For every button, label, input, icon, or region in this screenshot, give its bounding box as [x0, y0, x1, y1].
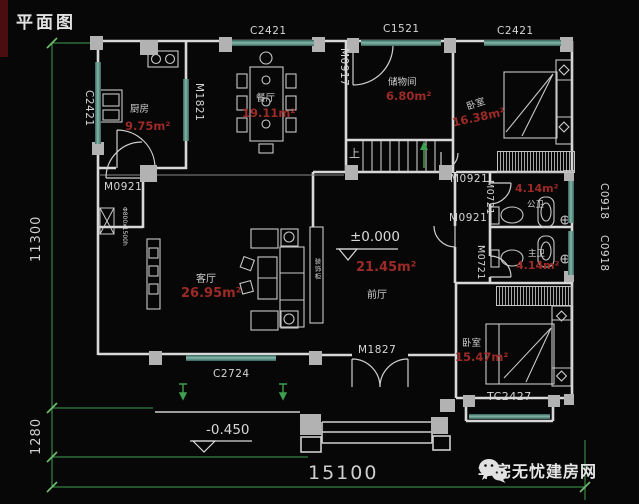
stairs-up-arrow: [420, 141, 428, 150]
door-m1821-sliding: [183, 79, 189, 141]
column: [463, 395, 475, 407]
window-tc2427-bay: [469, 414, 550, 419]
room-name-bath2: 主卫: [528, 249, 546, 259]
code-m0917: M0917: [338, 48, 350, 87]
window-c2421-left: [95, 62, 101, 144]
column: [345, 165, 358, 180]
column: [140, 165, 157, 182]
room-area-dining: 19.11m²: [242, 106, 296, 120]
code-tc2427: TC2427: [487, 390, 532, 403]
column: [564, 170, 574, 181]
dim-left-total: 11300: [29, 215, 44, 262]
column: [564, 394, 574, 405]
sofa-set: [239, 228, 305, 331]
room-name-living: 客厅: [196, 274, 216, 285]
window-c2421-top-right: [484, 40, 561, 46]
flue-column: [140, 40, 158, 55]
flue-size-label: Φ800x1500h: [121, 207, 128, 246]
decor-cabinet-label: 装饰柜: [313, 258, 321, 281]
flue-shaft: [99, 207, 115, 235]
code-m1821: M1821: [193, 83, 205, 122]
code-m0921-lower: M0921: [449, 212, 488, 224]
column: [560, 37, 573, 52]
code-c2421-left: C2421: [83, 90, 95, 127]
room-name-kitchen: 厨房: [130, 104, 150, 115]
column: [439, 165, 452, 180]
porch-column: [431, 417, 448, 434]
watermark: 华宅无忧建房网: [478, 458, 598, 483]
porch-column: [300, 414, 321, 435]
room-area-kitchen: 9.75m²: [125, 119, 171, 133]
column: [92, 142, 104, 155]
column: [219, 37, 232, 52]
window-c0918-upper: [568, 181, 574, 223]
room-name-hall: 前厅: [367, 290, 387, 301]
code-c0918-lower: C0918: [598, 235, 610, 272]
window-c2724: [186, 355, 276, 361]
porch-level-label: -0.450: [206, 422, 250, 438]
column: [347, 38, 359, 53]
code-m0721-upper: M0721: [484, 180, 495, 215]
room-area-storage: 6.80m²: [386, 89, 432, 103]
column: [309, 351, 322, 365]
dim-bottom-total: 15100: [308, 462, 379, 484]
watermark-text: 华宅无忧建房网: [478, 462, 598, 481]
room-name-bedroom2: 卧室: [462, 338, 482, 349]
red-edge-strip: [0, 0, 8, 57]
decor-cabinet: [309, 226, 324, 324]
tv-cabinet: [146, 238, 161, 310]
code-c0918-upper: C0918: [598, 183, 610, 220]
room-name-storage: 储物间: [388, 77, 417, 88]
room-area-bath2: 4.14m²: [516, 259, 560, 272]
porch-column: [440, 399, 455, 412]
bedroom1-furniture: [503, 59, 573, 145]
room-name-dining: 餐厅: [256, 93, 276, 104]
stairs-up-label: 上: [349, 147, 360, 160]
code-m0921-mudroom: M0921: [104, 181, 143, 193]
wardrobe-bedroom1: [497, 151, 575, 173]
code-m0721-lower: M0721: [475, 245, 486, 280]
stairs: [362, 141, 436, 172]
wardrobe-bedroom2: [496, 286, 573, 306]
porch-steps: [155, 411, 451, 453]
column: [564, 271, 574, 282]
dining-set: [236, 51, 297, 154]
dimension-ticks: [46, 37, 591, 493]
window-c0918-lower: [568, 231, 574, 275]
bedroom2-furniture: [485, 305, 572, 387]
room-area-bedroom2: 15.47m²: [455, 350, 509, 364]
dimension-lines: [51, 42, 586, 500]
room-area-living: 26.95m²: [181, 286, 242, 301]
window-c2421-top: [232, 40, 314, 46]
code-m0921-upper: M0921: [450, 173, 489, 185]
walls: [96, 39, 574, 423]
column: [149, 351, 162, 365]
code-c2421-top-right: C2421: [497, 25, 534, 37]
slope-arrows: [178, 383, 288, 401]
elevation-markers: [190, 248, 398, 453]
wechat-icon: [479, 459, 507, 483]
page-title: 平面图: [16, 13, 76, 33]
column: [90, 36, 103, 50]
code-c1521: C1521: [383, 23, 420, 35]
window-c1521-top: [361, 40, 441, 46]
room-name-bath1: 公卫: [527, 200, 545, 210]
room-area-bath1: 4.14m²: [515, 182, 559, 195]
code-c2421-top: C2421: [250, 25, 287, 37]
column: [548, 395, 560, 407]
column: [312, 37, 325, 52]
code-m1827: M1827: [358, 344, 397, 356]
column: [444, 38, 456, 53]
door-arcs: [105, 44, 512, 388]
code-c2724: C2724: [213, 368, 250, 380]
dim-left-porch: 1280: [29, 417, 44, 455]
room-area-hall: 21.45m²: [356, 260, 417, 275]
floor-level-label: ±0.000: [350, 229, 400, 245]
